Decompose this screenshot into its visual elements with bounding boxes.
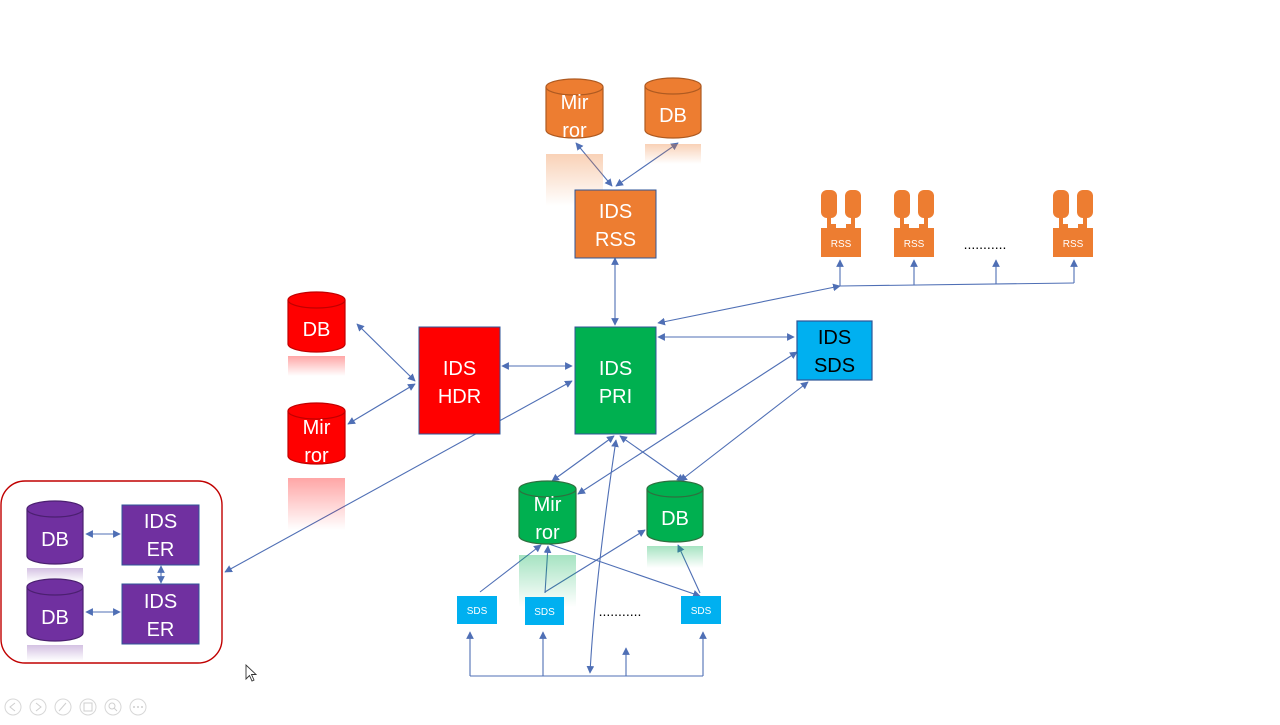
link-ids-pri-rss-cluster — [657, 283, 841, 326]
ids-pri-label-line2: PRI — [599, 386, 632, 408]
sds-node-2: SDS — [525, 597, 564, 625]
ids-pri-label-line1: IDS — [599, 358, 632, 380]
hdr-mirror-label-line2: ror — [304, 445, 329, 467]
hdr-mirror-label-line1: Mir — [303, 417, 331, 439]
rss-node-1: RSS — [821, 190, 861, 257]
ids-er-top-label-line2: ER — [147, 539, 175, 561]
er-db-top-reflection — [27, 568, 83, 582]
sds-node-3: SDS — [681, 596, 721, 624]
rss-node-1-label: RSS — [831, 239, 852, 250]
ids-hdr-label-line2: HDR — [438, 386, 481, 408]
rss-bus — [839, 282, 1075, 287]
mouse-cursor-icon — [245, 663, 258, 682]
rss-db-reflection — [645, 144, 701, 164]
link-ids-pri-pri-mirror — [551, 435, 615, 482]
er-db-bottom-cylinder: DB — [26, 578, 84, 661]
ids-sds-label-line2: SDS — [814, 355, 855, 377]
link-ids-pri-sds-bus — [586, 439, 619, 674]
link-ids-pri-er-group — [224, 380, 573, 573]
rss-mirror-label-line1: Mir — [561, 92, 589, 114]
ids-er-top-label-line1: IDS — [144, 511, 177, 533]
ids-rss-label-line1: IDS — [599, 201, 632, 223]
link-ids-sds-pri-db — [679, 381, 809, 482]
pri-mirror-cylinder: Mir ror — [518, 480, 577, 607]
rss-cluster: RSS RSS ........... RSS — [821, 190, 1093, 257]
ids-er-bottom-label-line2: ER — [147, 619, 175, 641]
previous-icon[interactable] — [4, 698, 22, 716]
hdr-mirror-reflection — [288, 478, 345, 530]
hdr-db-reflection — [288, 356, 345, 376]
slideshow-controls — [4, 698, 147, 716]
pen-icon[interactable] — [54, 698, 72, 716]
sds-node-3-label: SDS — [691, 606, 712, 617]
pri-mirror-label-line1: Mir — [534, 494, 562, 516]
sds-node-1: SDS — [457, 596, 497, 624]
hdr-db-cylinder: DB — [287, 291, 346, 376]
sds-node-2-label: SDS — [534, 607, 555, 618]
rss-node-2-label: RSS — [904, 239, 925, 250]
link-ids-pri-pri-db — [619, 435, 685, 482]
hdr-db-label: DB — [303, 319, 331, 341]
rss-node-2: RSS — [894, 190, 934, 257]
ids-er-top-node: IDS ER — [121, 504, 200, 566]
er-db-bottom-reflection — [27, 645, 83, 661]
ids-rss-node: IDS RSS — [574, 189, 657, 259]
ids-hdr-node: IDS HDR — [418, 326, 501, 435]
zoom-icon[interactable] — [104, 698, 122, 716]
ids-sds-node: IDS SDS — [796, 320, 873, 381]
pri-db-reflection — [647, 546, 703, 568]
ids-pri-node: IDS PRI — [574, 326, 657, 435]
er-db-bottom-label: DB — [41, 607, 69, 629]
next-icon[interactable] — [29, 698, 47, 716]
er-db-top-cylinder: DB — [26, 500, 84, 582]
rss-node-3-label: RSS — [1063, 239, 1084, 250]
link-sds-1-pri-mirror — [479, 544, 542, 593]
ids-sds-label-line1: IDS — [818, 327, 851, 349]
link-pri-mirror-sds-3 — [545, 542, 701, 598]
ids-er-bottom-label-line1: IDS — [144, 591, 177, 613]
ids-er-bottom-node: IDS ER — [121, 583, 200, 645]
ids-hdr-label-line1: IDS — [443, 358, 476, 380]
rss-ellipsis: ........... — [964, 236, 1007, 252]
rss-mirror-label-line2: ror — [562, 120, 587, 142]
ids-rss-label-line2: RSS — [595, 229, 636, 251]
more-icon[interactable] — [129, 698, 147, 716]
er-db-top-label: DB — [41, 529, 69, 551]
rss-db-label: DB — [659, 105, 687, 127]
link-hdr-mirror-ids-hdr — [347, 383, 416, 425]
sds-node-1-label: SDS — [467, 606, 488, 617]
pri-db-cylinder: DB — [646, 480, 704, 568]
sds-ellipsis: ........... — [599, 603, 642, 619]
er-group: DB DB IDS ER IDS ER — [0, 480, 223, 664]
link-hdr-db-ids-hdr — [356, 323, 416, 382]
rss-node-3: RSS — [1053, 190, 1093, 257]
hdr-mirror-cylinder: Mir ror — [287, 402, 346, 530]
pri-mirror-label-line2: ror — [535, 522, 560, 544]
rss-db-cylinder: DB — [644, 77, 702, 164]
rss-mirror-cylinder: Mir ror — [545, 78, 604, 206]
slides-icon[interactable] — [79, 698, 97, 716]
pri-db-label: DB — [661, 508, 689, 530]
